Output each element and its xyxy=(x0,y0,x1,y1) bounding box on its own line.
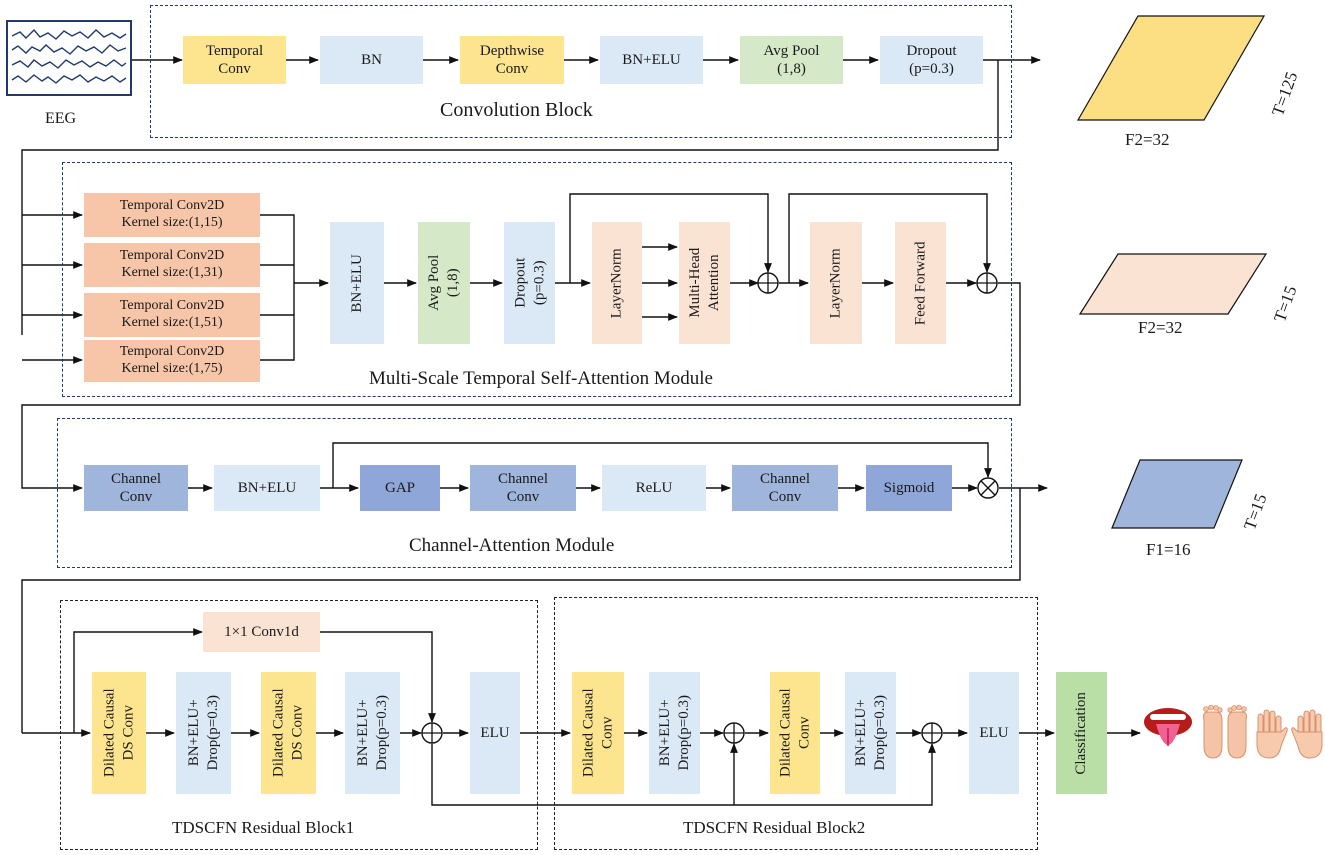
bn-elu-drop-box-2: BN+ELU+ Drop(p=0.3) xyxy=(345,672,400,794)
feet-icon xyxy=(1203,704,1247,759)
bn-elu-drop-box-1: BN+ELU+ Drop(p=0.3) xyxy=(176,672,231,794)
feature-map-1-bottom: F2=32 xyxy=(1125,130,1170,149)
temporal-conv2d-15-box: Temporal Conv2D Kernel size:(1,15) xyxy=(84,193,260,237)
temporal-conv2d-75-box: Temporal Conv2D Kernel size:(1,75) xyxy=(84,340,260,382)
feature-map-3 xyxy=(1111,459,1243,529)
layernorm-box-1: LayerNorm xyxy=(592,222,642,344)
channel-attention-frame xyxy=(57,418,1012,568)
feature-map-3-bottom: F1=16 xyxy=(1146,540,1191,559)
temporal-conv2d-31-box: Temporal Conv2D Kernel size:(1,31) xyxy=(84,243,260,287)
convolution-block-title: Convolution Block xyxy=(440,99,593,121)
temporal-conv-box: Temporal Conv xyxy=(183,36,286,84)
channel-conv-box-2: Channel Conv xyxy=(470,465,576,511)
elu-box-1: ELU xyxy=(470,672,520,794)
dilated-causal-conv-box-1: Dilated Causal Conv xyxy=(572,672,624,794)
relu-box: ReLU xyxy=(602,465,706,511)
channel-conv-box-3: Channel Conv xyxy=(732,465,838,511)
dilated-causal-conv-box-2: Dilated Causal Conv xyxy=(770,672,820,794)
conv1d-shortcut-box: 1×1 Conv1d xyxy=(203,612,320,652)
dropout-vertical-box: Dropout (p=0.3) xyxy=(504,222,555,344)
mstsa-block-frame xyxy=(62,162,1012,397)
residual-block1-title: TDSCFN Residual Block1 xyxy=(172,818,355,837)
depthwise-conv-box: Depthwise Conv xyxy=(460,36,564,84)
bn-elu-box-ca: BN+ELU xyxy=(214,465,320,511)
channel-attention-title: Channel-Attention Module xyxy=(409,535,615,556)
mstsa-block-title: Multi-Scale Temporal Self-Attention Modu… xyxy=(369,368,713,389)
right-hand-icon xyxy=(1291,709,1323,759)
bn-box: BN xyxy=(320,36,423,84)
left-hand-icon xyxy=(1256,709,1288,759)
sigmoid-box: Sigmoid xyxy=(866,465,952,511)
layernorm-box-2: LayerNorm xyxy=(810,222,862,344)
feature-map-1 xyxy=(1076,15,1266,121)
convolution-block-frame xyxy=(150,5,1012,138)
classification-box: Classification xyxy=(1056,672,1107,794)
tongue-icon xyxy=(1144,708,1192,746)
eeg-signal-icon xyxy=(6,20,132,96)
avg-pool-vertical-box: Avg Pool (1,8) xyxy=(418,222,470,344)
avg-pool-box: Avg Pool (1,8) xyxy=(740,36,843,84)
multi-head-attention-box: Multi-Head Attention xyxy=(679,222,730,344)
dilated-causal-ds-conv-box-2: Dilated Causal DS Conv xyxy=(261,672,316,794)
feature-map-2-bottom: F2=32 xyxy=(1138,318,1183,337)
residual-block1-frame xyxy=(60,600,538,850)
bn-elu-drop-box-4: BN+ELU+ Drop(p=0.3) xyxy=(845,672,896,794)
elu-box-2: ELU xyxy=(969,672,1019,794)
gap-box: GAP xyxy=(360,465,440,511)
residual-block2-title: TDSCFN Residual Block2 xyxy=(683,818,866,837)
dilated-causal-ds-conv-box-1: Dilated Causal DS Conv xyxy=(92,672,146,794)
residual-block2-frame xyxy=(554,597,1038,850)
feature-map-2 xyxy=(1078,253,1268,315)
bn-elu-drop-box-3: BN+ELU+ Drop(p=0.3) xyxy=(649,672,700,794)
temporal-conv2d-51-box: Temporal Conv2D Kernel size:(1,51) xyxy=(84,293,260,337)
dropout-box: Dropout (p=0.3) xyxy=(880,36,983,84)
feed-forward-box: Feed Forward xyxy=(895,222,946,344)
eeg-label: EEG xyxy=(45,110,77,127)
bn-elu-box: BN+ELU xyxy=(600,36,703,84)
bn-elu-vertical-box: BN+ELU xyxy=(330,222,384,344)
channel-conv-box-1: Channel Conv xyxy=(84,465,188,511)
